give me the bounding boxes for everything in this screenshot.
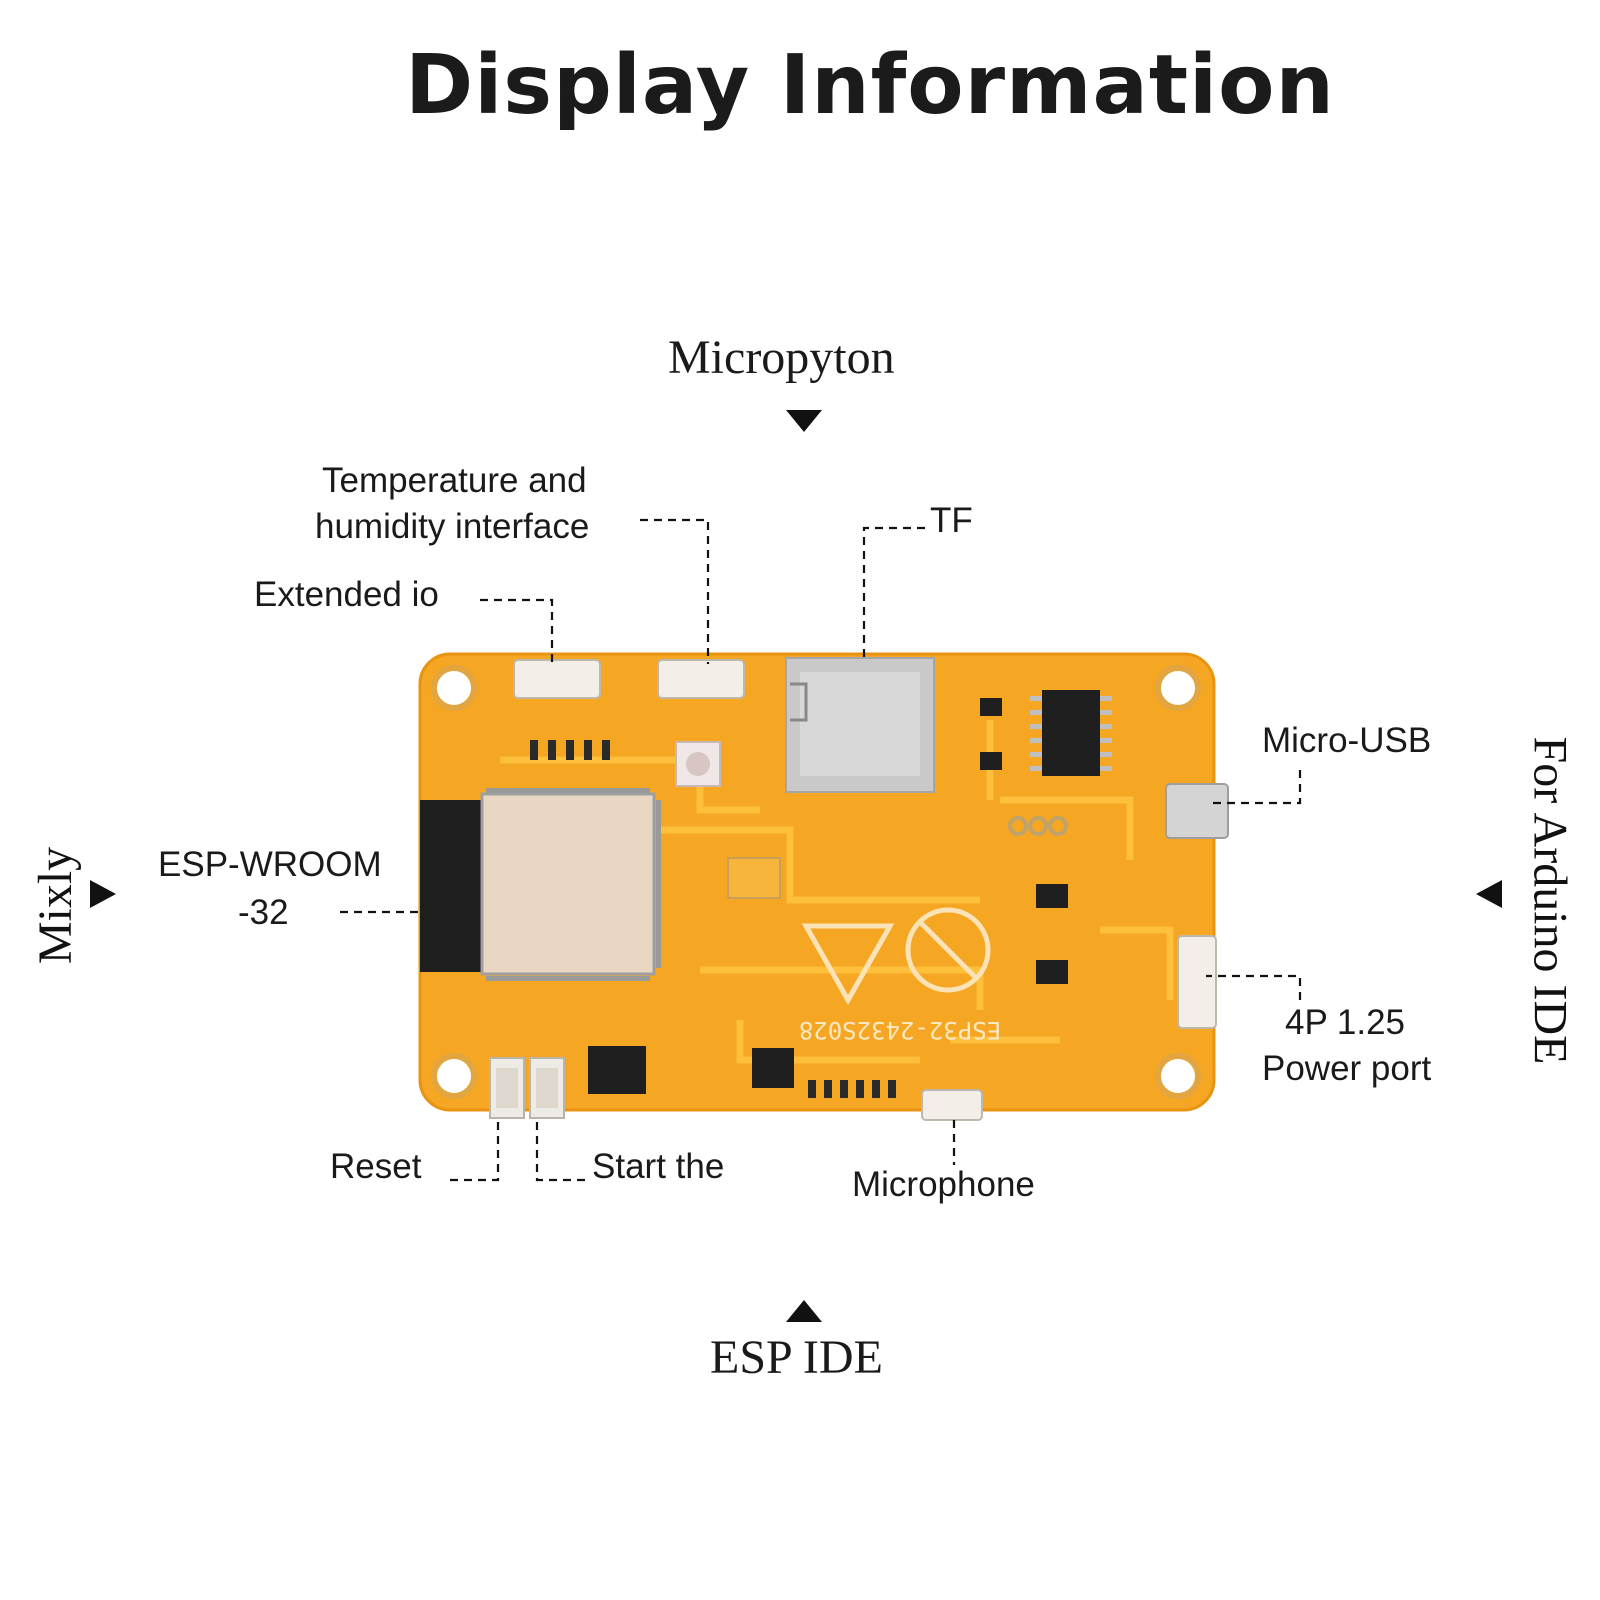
power-port-label-line2: Power port (1262, 1049, 1432, 1088)
tf-card-slot (785, 657, 935, 793)
arrow-up-icon (786, 1300, 822, 1322)
esp-wroom-label-line2: -32 (238, 893, 289, 932)
micro-usb-port (1165, 783, 1229, 839)
board-silkscreen-label: ESP32-2432S028 (799, 1016, 1001, 1044)
micro-usb-label: Micro-USB (1262, 721, 1432, 760)
esp32-module (420, 788, 661, 981)
microphone-connector (921, 1089, 983, 1121)
mounting-holes (431, 665, 1201, 1099)
micropython-label: Micropyton (668, 331, 895, 384)
extended-io-connector (513, 659, 601, 699)
leader-lines (340, 518, 1302, 1182)
reset-button (489, 1057, 525, 1119)
temp-humidity-connector (657, 659, 745, 699)
boot-button (529, 1057, 565, 1119)
power-port-connector (1177, 935, 1217, 1029)
microphone-label: Microphone (852, 1165, 1035, 1204)
leader-extended-io (480, 598, 554, 664)
power-port-label-line1: 4P 1.25 (1285, 1003, 1406, 1042)
leader-micro-usb (1212, 770, 1302, 805)
temp-humidity-label-line1: Temperature and (322, 461, 587, 500)
leader-reset (450, 1118, 500, 1182)
pcb-board: ESP32-2432S028 (418, 652, 1229, 1121)
temp-humidity-label-line2: humidity interface (315, 507, 590, 546)
leader-power-port (1206, 974, 1302, 1000)
leader-tf (862, 526, 925, 660)
tf-label: TF (930, 501, 973, 540)
esp-wroom-label-line1: ESP-WROOM (158, 845, 382, 884)
leader-temp-humidity (640, 518, 710, 664)
start-label: Start the (592, 1147, 725, 1186)
reset-label: Reset (330, 1147, 422, 1186)
arrow-right-icon (90, 880, 116, 908)
page-title: Display Information (405, 38, 1335, 133)
arrow-left-icon (1476, 880, 1502, 908)
leader-start (535, 1118, 585, 1182)
arrow-down-icon (786, 410, 822, 432)
extended-io-label: Extended io (254, 575, 439, 614)
ic-chip (1030, 690, 1112, 776)
esp-ide-label: ESP IDE (710, 1331, 883, 1384)
